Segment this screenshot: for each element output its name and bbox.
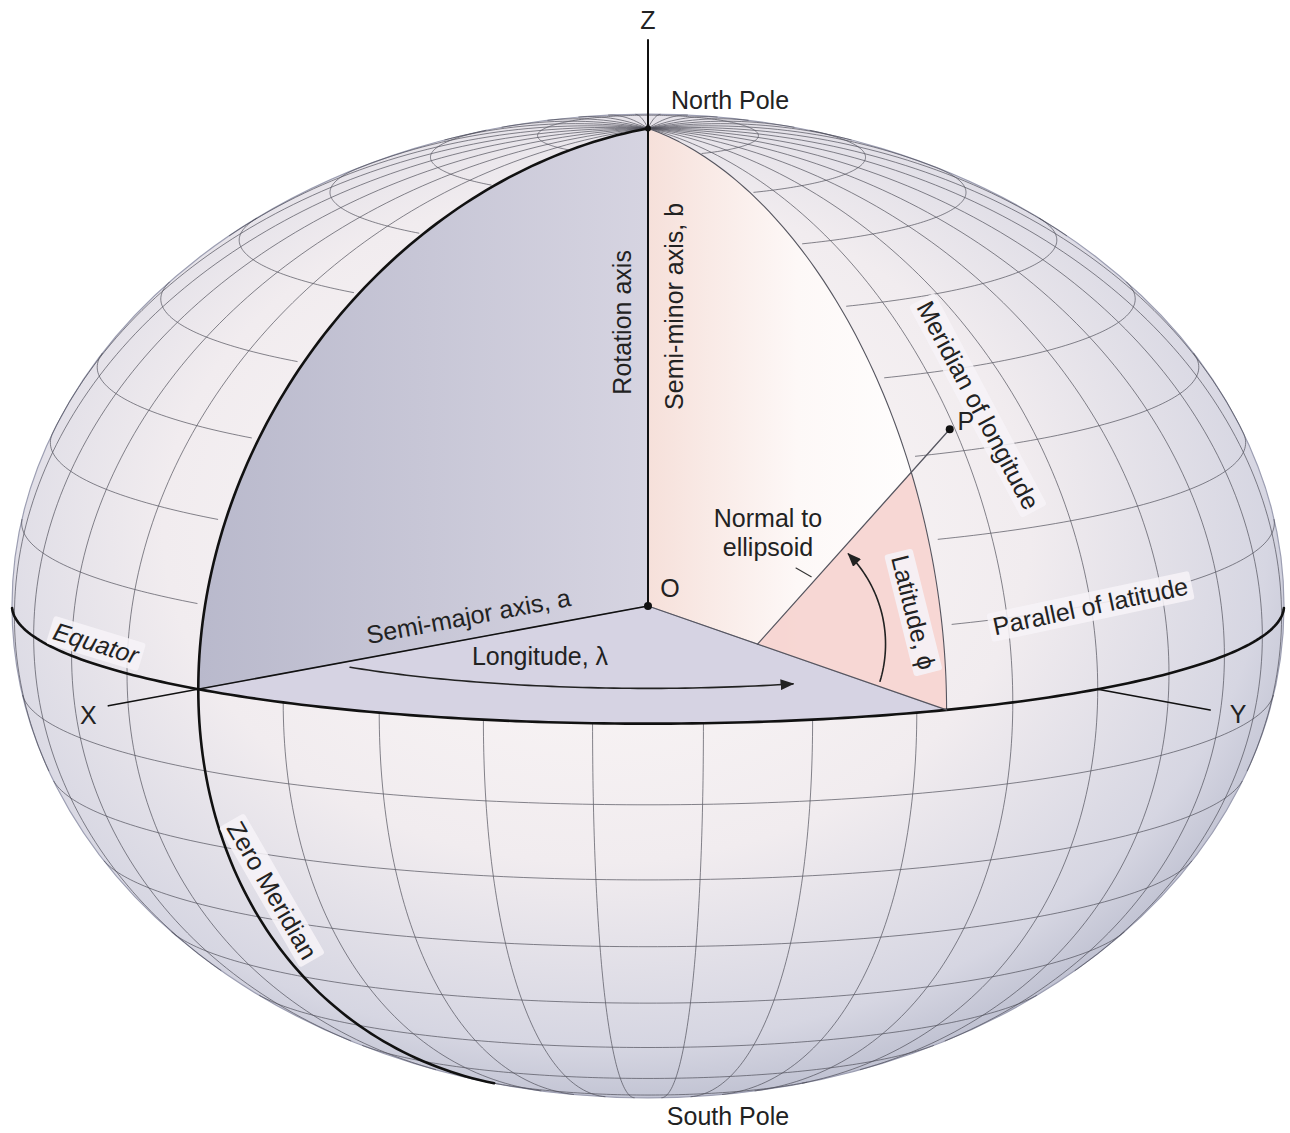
graticule-line bbox=[97, 353, 252, 438]
graticule-line bbox=[661, 723, 703, 1098]
graticule-line bbox=[303, 932, 1124, 1003]
graticule-line bbox=[722, 713, 917, 1095]
equator-line bbox=[12, 608, 198, 689]
equator-line bbox=[198, 608, 1284, 724]
graticule-line bbox=[846, 218, 1057, 306]
pole-label: North Pole bbox=[671, 86, 789, 115]
point-label: P bbox=[957, 407, 974, 436]
pole-label: South Pole bbox=[667, 1102, 789, 1131]
graticule-line bbox=[259, 861, 1192, 947]
graticule-line bbox=[648, 128, 1224, 1041]
graticule-line bbox=[23, 695, 206, 771]
parallel-label: Parallel of latitude bbox=[986, 570, 1194, 641]
axis-label: Z bbox=[640, 6, 655, 35]
graticule-line bbox=[648, 128, 1262, 970]
longitude-arrow bbox=[350, 667, 793, 688]
y-axis bbox=[1098, 689, 1210, 710]
normal-label: Normal to ellipsoid bbox=[693, 504, 843, 562]
rotation-axis bbox=[647, 40, 649, 606]
point-dot bbox=[946, 425, 954, 433]
meridian-label: Meridian of longitude bbox=[909, 292, 1047, 517]
graticule-line bbox=[239, 218, 354, 293]
graticule-line bbox=[593, 723, 635, 1098]
axis-label: Y bbox=[1230, 700, 1247, 729]
graticule-line bbox=[691, 720, 813, 1097]
graticule-line bbox=[938, 433, 1246, 539]
graticule-line bbox=[283, 702, 541, 1091]
latitude-arrow bbox=[848, 554, 885, 681]
axis-label: Semi-major axis, a bbox=[364, 583, 573, 649]
axis-label: Rotation axis bbox=[608, 250, 637, 395]
graticule-line bbox=[648, 124, 852, 140]
graticule-line bbox=[483, 720, 605, 1097]
pole-dot bbox=[645, 125, 651, 131]
meridian-edge bbox=[648, 128, 947, 709]
graticule-line bbox=[494, 1082, 807, 1095]
graticule-line bbox=[430, 130, 491, 185]
origin-label: O bbox=[660, 574, 679, 603]
graticule-line bbox=[259, 995, 359, 1025]
origin-dot bbox=[644, 602, 652, 610]
graticule-line bbox=[34, 128, 648, 970]
graticule-line bbox=[161, 282, 298, 362]
graticule-line bbox=[330, 168, 419, 234]
graticule-line bbox=[753, 130, 865, 192]
graticule-line bbox=[54, 781, 226, 848]
graticule-line bbox=[802, 168, 966, 244]
graticule-line bbox=[72, 128, 648, 1041]
axis-label: X bbox=[80, 701, 97, 730]
meridian-label: Zero Meridian bbox=[219, 813, 325, 968]
axis-label: Semi-minor axis, b bbox=[660, 203, 689, 410]
zero-meridian-line bbox=[198, 128, 648, 1083]
graticule-line bbox=[379, 713, 574, 1095]
graticule-line bbox=[22, 519, 198, 604]
graticule-line bbox=[648, 121, 794, 128]
graticule-line bbox=[648, 115, 688, 128]
latitude-label: Latitude, ϕ bbox=[884, 548, 942, 676]
leader-line bbox=[796, 568, 811, 577]
graticule-line bbox=[423, 1045, 934, 1078]
longitude-label: Longitude, λ bbox=[472, 642, 608, 671]
graticule-line bbox=[225, 781, 1242, 880]
meridian-plane-face bbox=[198, 128, 648, 689]
equator-label: Equator bbox=[46, 615, 146, 670]
graticule-line bbox=[50, 433, 218, 519]
